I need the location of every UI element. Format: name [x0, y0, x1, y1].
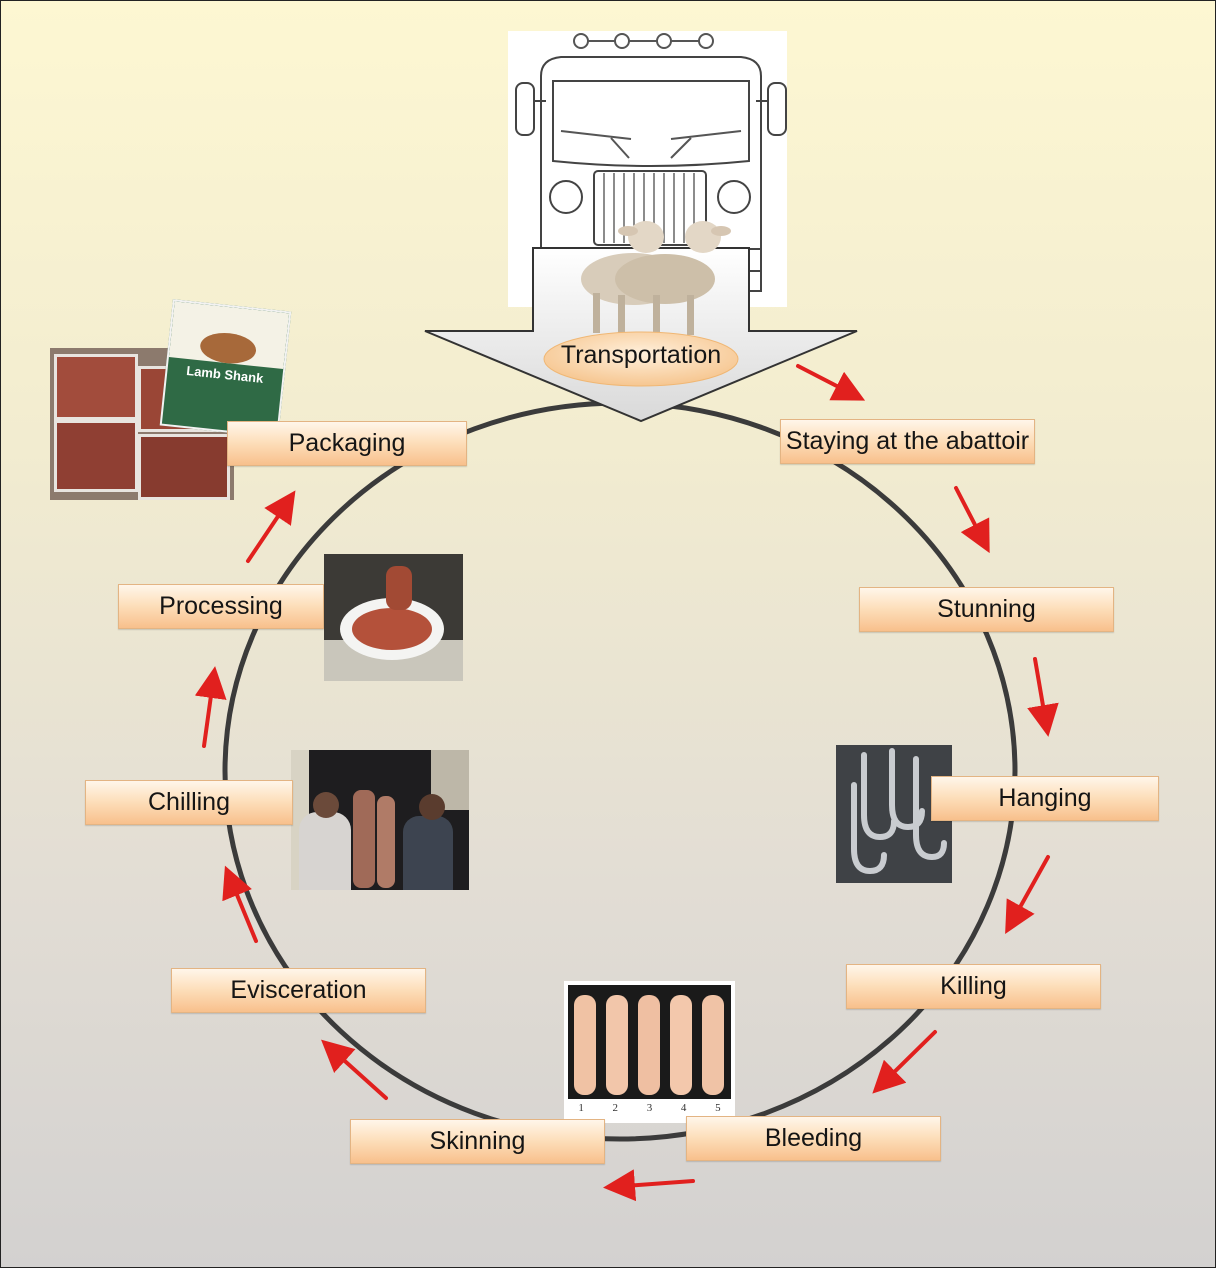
chilling-photo [291, 750, 469, 890]
arrow-killing-to-bleeding [872, 1030, 937, 1094]
processing-photo [324, 554, 463, 681]
stage-bleeding: Bleeding [686, 1116, 941, 1161]
lamb-shank-package: Lamb Shank [159, 299, 292, 438]
hooks-icon [851, 748, 947, 875]
stage-killing: Killing [846, 964, 1101, 1009]
arrow-abattoir-to-stunning [954, 486, 990, 554]
stage-processing: Processing [118, 584, 324, 629]
arrow-skinning-to-evisceration [321, 1039, 388, 1100]
transportation-label: Transportation [560, 341, 722, 369]
carcass-number-3: 3 [646, 1102, 653, 1114]
arrow-processing-to-packaging [246, 490, 296, 563]
carcass-number-1: 1 [578, 1102, 584, 1114]
carcass-number-2: 2 [612, 1102, 619, 1114]
transportation-ellipse [543, 331, 739, 387]
stage-skinning: Skinning [350, 1119, 605, 1164]
arrow-transport-to-abattoir [796, 364, 866, 401]
stage-chilling: Chilling [85, 780, 293, 825]
arrow-hanging-to-killing [1005, 855, 1050, 934]
stage-abattoir: Staying at the abattoir [780, 419, 1035, 464]
arrow-bleeding-to-skinning [603, 1169, 695, 1202]
arrow-evisceration-to-chilling [222, 865, 258, 943]
carcass-number-5: 5 [715, 1102, 721, 1114]
packaging-photo [50, 348, 234, 500]
carcass-photo: 1 2 3 4 5 [564, 981, 735, 1123]
stage-packaging: Packaging [227, 421, 467, 466]
sheep-illustration [581, 221, 731, 335]
arrow-stunning-to-hanging [1027, 657, 1059, 737]
arrow-chilling-to-processing [194, 666, 227, 748]
carcass-number-4: 4 [680, 1102, 687, 1114]
stage-hanging: Hanging [931, 776, 1159, 821]
stage-evisceration: Evisceration [171, 968, 426, 1013]
stage-stunning: Stunning [859, 587, 1114, 632]
